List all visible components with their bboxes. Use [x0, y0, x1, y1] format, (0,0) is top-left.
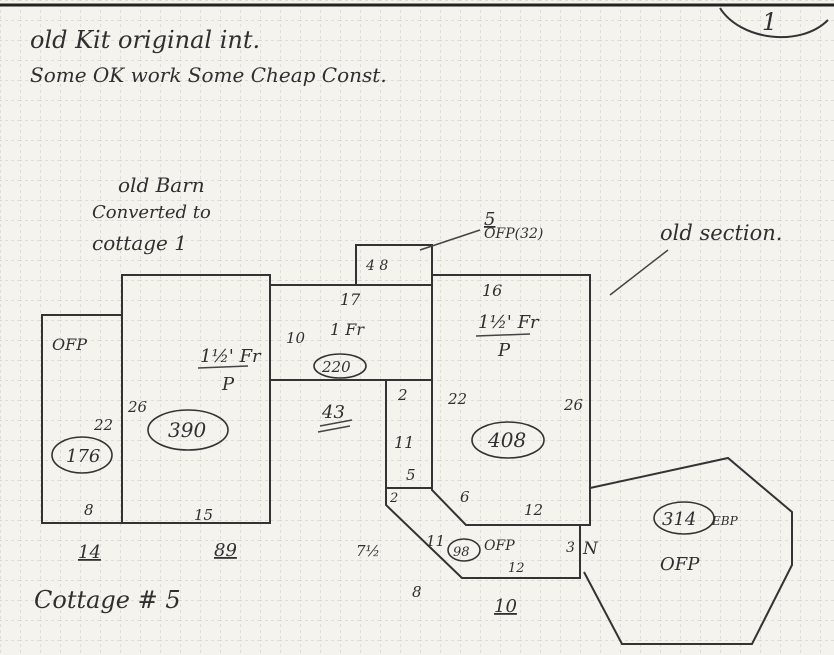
ofp-lower-dim-12: 12	[508, 561, 525, 576]
ofp-top-arrow	[419, 229, 481, 251]
ofp-left-label: OFP	[52, 335, 87, 354]
section-a-area: 390	[168, 418, 206, 442]
section-a-area-oval	[147, 409, 229, 451]
old-section-arrow	[609, 249, 669, 296]
ofp-lower-area-oval	[447, 538, 481, 562]
page-number-circle	[719, 7, 829, 39]
ofp-lower-area: 98	[453, 545, 470, 560]
section-a-dim-15: 15	[194, 506, 213, 524]
dim-6: 6	[460, 488, 470, 506]
connector-area: 220	[321, 358, 351, 376]
open-area: 43	[321, 402, 345, 423]
section-b-dim-16: 16	[482, 281, 502, 300]
section-b-dim-26: 26	[563, 396, 584, 414]
section-b-type-2: P	[497, 340, 511, 361]
section-b-dim-12: 12	[524, 501, 543, 519]
barn-note-1: old Barn	[118, 173, 205, 197]
ofp-right-area: 314	[662, 509, 696, 530]
dim-8-left: 8	[84, 501, 94, 519]
ofp-right-outline	[583, 456, 793, 645]
dim-N: N	[582, 539, 599, 559]
ofp-right-area-oval	[653, 501, 715, 535]
ofp-right-label: OFP	[660, 554, 700, 575]
ofp-top-number: 5	[484, 209, 495, 230]
ofp-lower-outline	[385, 488, 581, 579]
under-10: 10	[494, 596, 517, 617]
section-b-type-1: 1½' Fr	[478, 312, 540, 333]
note-line-2: Some OK work Some Cheap Const.	[30, 63, 387, 87]
small-box-dims: 4 8	[365, 258, 388, 274]
dim-11-lower: 11	[426, 532, 445, 550]
section-b-outline	[431, 274, 591, 526]
ofp-top-label: OFP(32)	[484, 226, 543, 242]
section-a-type-2: P	[221, 374, 235, 395]
under-89: 89	[214, 540, 237, 561]
ofp-right-note: EBP	[711, 514, 739, 528]
small-top-box	[355, 244, 433, 286]
ofp-left-area-oval	[51, 436, 113, 474]
connector-area-oval	[313, 353, 367, 379]
ofp-lower-label: OFP	[484, 538, 515, 554]
cottage-label: Cottage # 5	[34, 586, 181, 614]
connector-dim-17: 17	[340, 290, 361, 309]
dim-8-bottom: 8	[412, 583, 422, 601]
section-b-area: 408	[487, 428, 526, 452]
dim-7: 7½	[356, 542, 380, 560]
dim-2-top: 2	[397, 386, 408, 404]
note-line-1: old Kit original int.	[30, 26, 260, 54]
barn-note-3: cottage 1	[92, 231, 187, 255]
under-14: 14	[78, 542, 101, 563]
section-b-dim-22: 22	[447, 390, 467, 408]
connector-dim-10: 10	[286, 329, 306, 347]
connector-type: 1 Fr	[330, 320, 365, 339]
section-b-area-oval	[471, 421, 545, 459]
dim-5: 5	[406, 466, 416, 484]
dim-2-lower: 2	[389, 491, 398, 506]
barn-note-2: Converted to	[92, 202, 211, 223]
section-a-dim-26: 26	[127, 398, 148, 416]
section-a-type-1: 1½' Fr	[200, 346, 262, 367]
dim-22: 22	[93, 416, 113, 434]
ofp-left-area: 176	[66, 446, 100, 467]
old-section-note: old section.	[660, 221, 782, 245]
section-a-outline	[121, 274, 271, 524]
dim-3: 3	[566, 540, 575, 556]
dim-11-upper: 11	[394, 433, 414, 452]
page-number: 1	[762, 8, 777, 36]
